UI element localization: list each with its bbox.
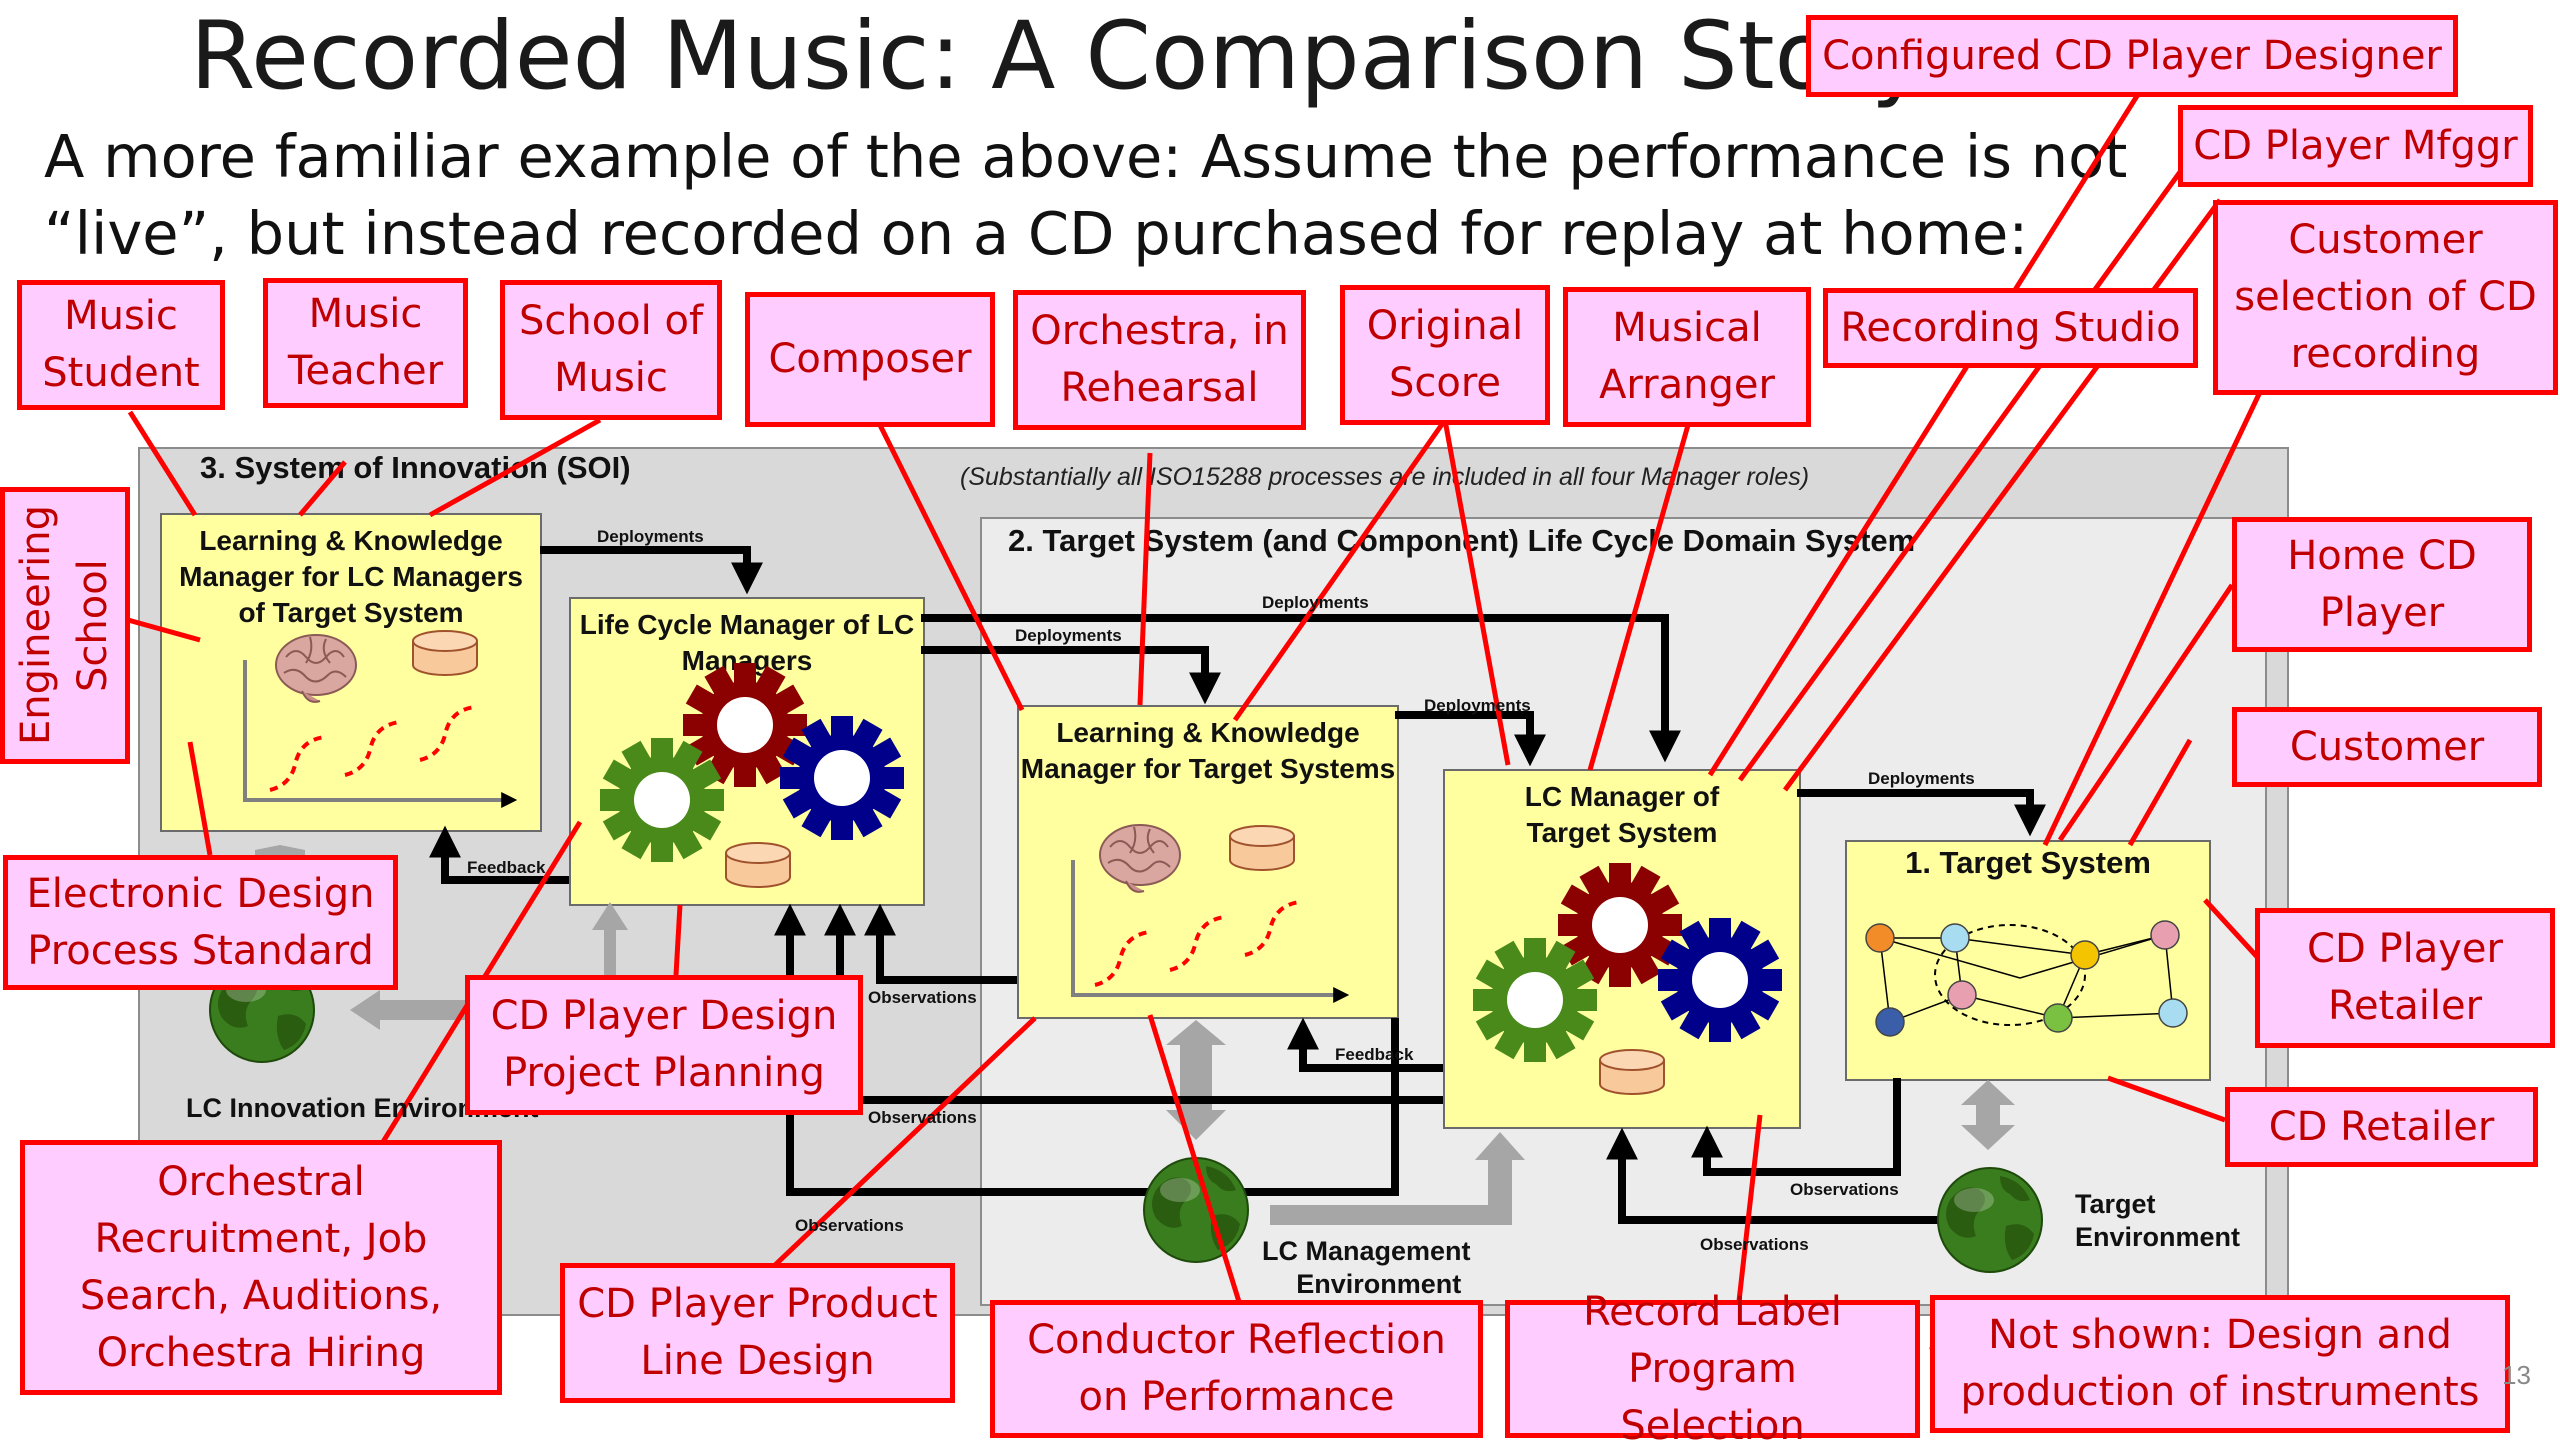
globe-icon-target bbox=[1937, 1167, 2043, 1273]
brain-icon-2 bbox=[1099, 824, 1181, 893]
label-observations-2: Observations bbox=[868, 1108, 977, 1127]
callout-school-of-music-text: School of Music bbox=[518, 298, 704, 401]
callout-recording-studio-text: Recording Studio bbox=[1840, 304, 2181, 351]
lc-manager-target-title: LC Manager of Target System bbox=[1524, 781, 1720, 848]
callout-home-cd-player-text: Home CD Player bbox=[2287, 532, 2477, 636]
callout-configured-cd-designer: Configured CD Player Designer bbox=[1806, 15, 2458, 97]
callout-music-teacher-text: Music Teacher bbox=[287, 291, 444, 394]
callout-conductor-reflection: Conductor Reflection on Performance bbox=[990, 1300, 1483, 1438]
target-system-box: 1. Target System bbox=[1845, 840, 2211, 1081]
label-deployments-5: Deployments bbox=[1868, 769, 1975, 788]
target-system-title: 1. Target System bbox=[1905, 845, 2151, 880]
callout-electronic-design-text: Electronic Design Process Standard bbox=[26, 870, 375, 974]
callout-cd-retailer: CD Retailer bbox=[2225, 1087, 2538, 1167]
callout-customer: Customer bbox=[2232, 707, 2542, 787]
callout-orchestral-recruitment-text: Orchestral Recruitment, Job Search, Audi… bbox=[79, 1158, 443, 1376]
label-deployments-4: Deployments bbox=[1424, 696, 1531, 715]
callout-cd-player-mfggr-text: CD Player Mfggr bbox=[2193, 122, 2518, 169]
database-icon-3 bbox=[725, 842, 791, 888]
callout-record-label-text: Record Label Program Selection bbox=[1583, 1288, 1842, 1449]
domain-label: 2. Target System (and Component) Life Cy… bbox=[1008, 523, 1916, 558]
callout-electronic-design: Electronic Design Process Standard bbox=[3, 855, 398, 990]
lc-management-environment-label: LC Management Environment bbox=[1262, 1235, 1471, 1301]
target-environment-label: Target Environment bbox=[2075, 1188, 2240, 1254]
callout-engineering-school: Engineering School bbox=[0, 487, 130, 764]
label-observations-5: Observations bbox=[1790, 1180, 1899, 1199]
callout-orchestral-recruitment: Orchestral Recruitment, Job Search, Audi… bbox=[20, 1140, 502, 1395]
callout-musical-arranger: Musical Arranger bbox=[1563, 287, 1811, 427]
callout-cd-player-retailer: CD Player Retailer bbox=[2255, 908, 2555, 1048]
lk-manager-lc-title: Learning & Knowledge Manager for LC Mana… bbox=[179, 525, 523, 628]
callout-music-student: Music Student bbox=[17, 280, 225, 410]
callout-record-label: Record Label Program Selection bbox=[1505, 1289, 1920, 1449]
callout-recording-studio: Recording Studio bbox=[1823, 288, 2198, 368]
label-observations-1: Observations bbox=[868, 988, 977, 1007]
callout-connectors bbox=[127, 86, 2263, 1353]
label-feedback-2: Feedback bbox=[1335, 1045, 1414, 1064]
brain-icon bbox=[275, 634, 357, 703]
label-feedback-1: Feedback bbox=[467, 858, 546, 877]
callout-composer: Composer bbox=[745, 292, 995, 427]
soi-label: 3. System of Innovation (SOI) bbox=[200, 450, 631, 485]
callout-original-score-text: Original Score bbox=[1366, 303, 1524, 406]
callout-conductor-reflection-text: Conductor Reflection on Performance bbox=[1027, 1317, 1446, 1420]
callout-cd-retailer-text: CD Retailer bbox=[2268, 1103, 2495, 1150]
callout-cd-design-planning: CD Player Design Project Planning bbox=[465, 975, 863, 1115]
callout-music-teacher: Music Teacher bbox=[263, 278, 468, 408]
database-icon-4 bbox=[1599, 1049, 1665, 1095]
callout-original-score: Original Score bbox=[1340, 285, 1550, 425]
lk-manager-target-title: Learning & Knowledge Manager for Target … bbox=[1020, 717, 1396, 784]
target-env-line2: Environment bbox=[2075, 1222, 2241, 1252]
black-flow-arrows bbox=[429, 546, 2046, 1224]
s-curve-graph-icon-2 bbox=[1071, 860, 1350, 1003]
callout-school-of-music: School of Music bbox=[500, 280, 722, 420]
network-graph-icon bbox=[1865, 920, 2188, 1037]
callout-music-student-text: Music Student bbox=[42, 293, 200, 396]
label-deployments-3: Deployments bbox=[1015, 626, 1122, 645]
callout-customer-selection-text: Customer selection of CD recording bbox=[2234, 217, 2537, 377]
callout-orchestra-rehearsal: Orchestra, in Rehearsal bbox=[1013, 290, 1306, 430]
callout-customer-text: Customer bbox=[2289, 723, 2485, 770]
lk-manager-target-box: Learning & Knowledge Manager for Target … bbox=[1017, 705, 1399, 1019]
callout-cd-player-mfggr: CD Player Mfggr bbox=[2178, 105, 2533, 187]
callout-home-cd-player: Home CD Player bbox=[2232, 517, 2532, 652]
callout-cd-product-line: CD Player Product Line Design bbox=[560, 1263, 955, 1403]
callout-engineering-school-text: Engineering School bbox=[13, 505, 116, 746]
iso-note: (Substantially all ISO15288 processes ar… bbox=[960, 463, 1810, 491]
callout-orchestra-rehearsal-text: Orchestra, in Rehearsal bbox=[1030, 308, 1289, 411]
slide-subtitle: A more familiar example of the above: As… bbox=[44, 118, 2128, 272]
database-icon bbox=[412, 630, 478, 676]
slide-title: Recorded Music: A Comparison Story bbox=[190, 2, 1927, 111]
callout-cd-design-planning-text: CD Player Design Project Planning bbox=[490, 993, 838, 1096]
callout-cd-product-line-text: CD Player Product Line Design bbox=[577, 1281, 938, 1384]
globe-icon-management bbox=[1143, 1157, 1249, 1263]
target-env-line1: Target bbox=[2075, 1189, 2156, 1219]
callout-customer-selection: Customer selection of CD recording bbox=[2213, 200, 2558, 395]
callout-not-shown-text: Not shown: Design and production of inst… bbox=[1960, 1312, 2480, 1415]
page-number: 13 bbox=[2502, 1360, 2531, 1390]
callout-composer-text: Composer bbox=[768, 336, 972, 382]
label-observations-4: Observations bbox=[1700, 1235, 1809, 1254]
callout-not-shown: Not shown: Design and production of inst… bbox=[1930, 1295, 2510, 1433]
s-curve-graph-icon bbox=[243, 660, 518, 808]
callout-musical-arranger-text: Musical Arranger bbox=[1599, 305, 1775, 408]
label-deployments-1: Deployments bbox=[597, 527, 704, 546]
label-observations-3: Observations bbox=[795, 1216, 904, 1235]
subtitle-line-1: A more familiar example of the above: As… bbox=[44, 122, 2128, 191]
lc-management-env-line2: Environment bbox=[1296, 1269, 1462, 1299]
lc-manager-of-lc-managers-title: Life Cycle Manager of LC Managers bbox=[579, 609, 915, 676]
gear-icon-blue-2 bbox=[1658, 918, 1782, 1042]
database-icon-2 bbox=[1229, 825, 1295, 871]
subtitle-line-2: “live”, but instead recorded on a CD pur… bbox=[44, 199, 2029, 268]
label-deployments-2: Deployments bbox=[1262, 593, 1369, 612]
lc-management-env-line1: LC Management bbox=[1262, 1236, 1471, 1266]
callout-configured-cd-designer-text: Configured CD Player Designer bbox=[1822, 32, 2442, 79]
callout-cd-player-retailer-text: CD Player Retailer bbox=[2307, 926, 2503, 1029]
